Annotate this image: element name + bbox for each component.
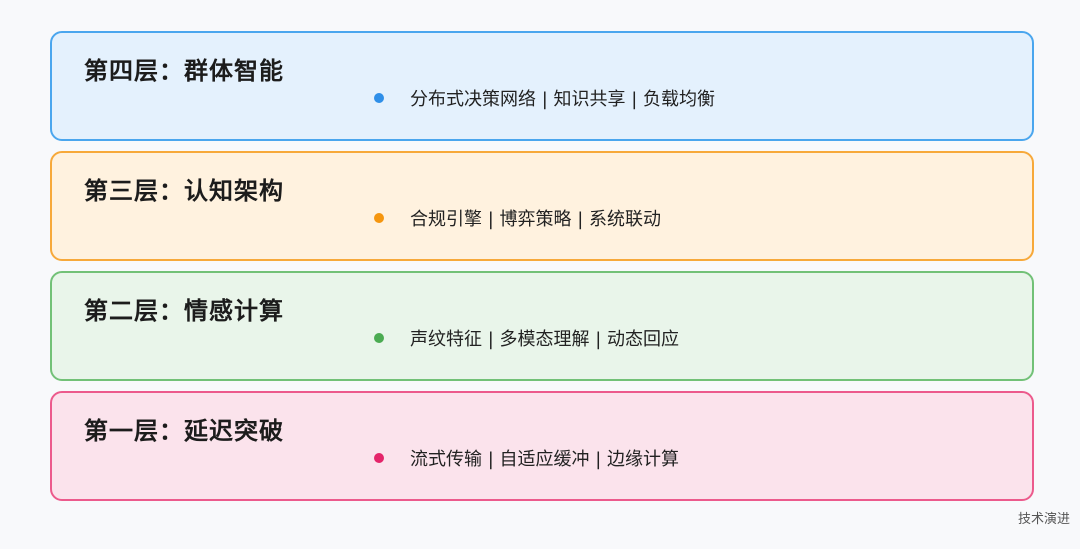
layer-3-cognitive-architecture: 第三层：认知架构 合规引擎 | 博弈策略 | 系统联动 <box>50 151 1034 261</box>
watermark: 技术演进 <box>1017 512 1070 527</box>
layer-title: 第一层：延迟突破 <box>84 417 284 445</box>
bullet-dot-icon <box>374 453 384 463</box>
layer-items-text: 分布式决策网络 | 知识共享 | 负载均衡 <box>410 89 716 110</box>
layer-title: 第三层：认知架构 <box>84 177 284 205</box>
layer-items: 合规引擎 | 博弈策略 | 系统联动 <box>374 205 661 231</box>
layer-title: 第四层：群体智能 <box>84 57 284 85</box>
layer-stack: 第四层：群体智能 分布式决策网络 | 知识共享 | 负载均衡 第三层：认知架构 … <box>50 31 1034 511</box>
layer-title: 第二层：情感计算 <box>84 297 284 325</box>
layer-items-text: 流式传输 | 自适应缓冲 | 边缘计算 <box>410 449 680 470</box>
bullet-dot-icon <box>374 93 384 103</box>
layer-items: 流式传输 | 自适应缓冲 | 边缘计算 <box>374 445 679 471</box>
layer-items: 分布式决策网络 | 知识共享 | 负载均衡 <box>374 85 715 111</box>
layer-items-text: 声纹特征 | 多模态理解 | 动态回应 <box>410 329 680 350</box>
layer-2-affective-computing: 第二层：情感计算 声纹特征 | 多模态理解 | 动态回应 <box>50 271 1034 381</box>
layer-items-text: 合规引擎 | 博弈策略 | 系统联动 <box>410 209 662 230</box>
bullet-dot-icon <box>374 333 384 343</box>
layer-1-latency-breakthrough: 第一层：延迟突破 流式传输 | 自适应缓冲 | 边缘计算 <box>50 391 1034 501</box>
layer-items: 声纹特征 | 多模态理解 | 动态回应 <box>374 325 679 351</box>
bullet-dot-icon <box>374 213 384 223</box>
layer-4-group-intelligence: 第四层：群体智能 分布式决策网络 | 知识共享 | 负载均衡 <box>50 31 1034 141</box>
